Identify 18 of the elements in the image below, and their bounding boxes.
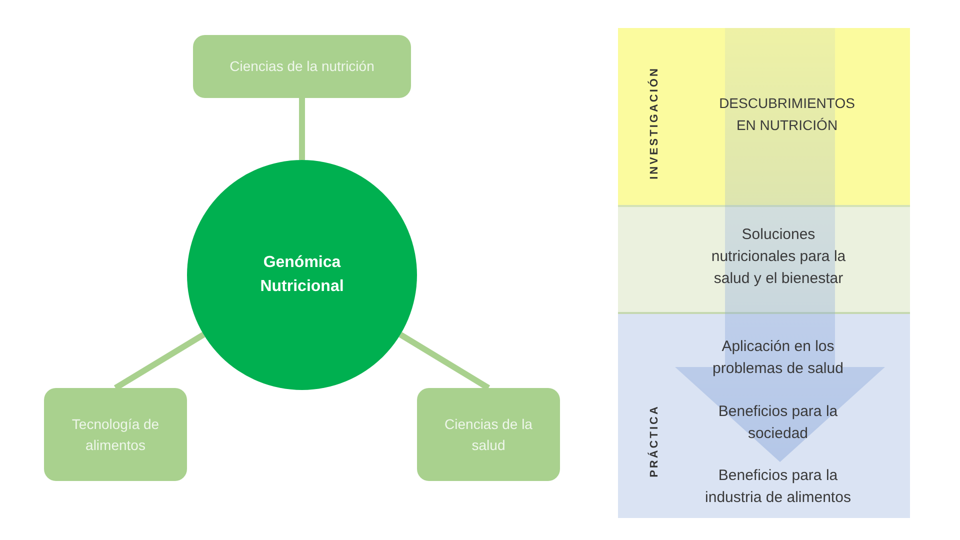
topic-label: Tecnología de alimentos	[70, 414, 160, 454]
topic-label: Ciencias de la nutrición	[230, 57, 374, 76]
topic-label: Ciencias de la salud	[444, 414, 534, 454]
topic-box	[417, 388, 560, 481]
hub-label: Genómica Nutricional	[259, 253, 345, 297]
stage-heading: INVESTIGACIÓN	[648, 66, 662, 180]
stage-text: Aplicación en los problemas de salud	[712, 337, 844, 379]
topic-box	[193, 35, 411, 98]
stage-text: Beneficios para la sociedad	[717, 402, 839, 444]
connector-line	[299, 98, 305, 160]
connector-line	[398, 332, 490, 391]
stage-heading: PRÁCTICA	[648, 404, 662, 478]
block-arrow	[675, 28, 885, 462]
stage-text: DESCUBRIMIENTOS EN NUTRICIÓN	[718, 94, 856, 135]
stage-text: Beneficios para la industria de alimentos	[704, 466, 852, 508]
stage-text: Soluciones nutricionales para la salud y el bienestar	[710, 225, 847, 289]
topic-box	[44, 388, 187, 481]
connector-line	[114, 332, 206, 391]
